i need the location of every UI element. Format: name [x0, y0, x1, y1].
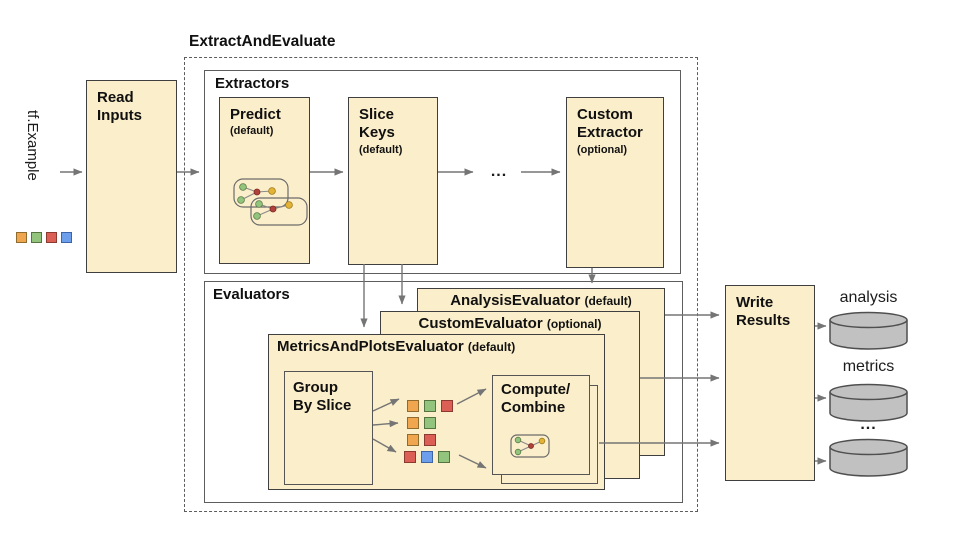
- metrics-output-label: metrics: [842, 358, 895, 375]
- custom-evaluator-qualifier: (optional): [546, 317, 602, 331]
- predict-qualifier: (default): [230, 125, 274, 138]
- extractors-label: Extractors: [215, 75, 290, 92]
- group-by-slice-box: Group By Slice: [284, 371, 373, 485]
- slice-keys-label: Slice Keys: [359, 106, 395, 142]
- write-results-label: Write Results: [736, 294, 791, 330]
- custom-extractor-qualifier: (optional): [577, 143, 628, 156]
- read-inputs-label: Read Inputs: [97, 89, 142, 125]
- colored-square-green: [438, 451, 450, 463]
- metrics-evaluator-qualifier: (default): [467, 340, 516, 354]
- colored-square-red: [441, 400, 453, 412]
- group-by-slice-label: Group By Slice: [293, 379, 352, 415]
- colored-square-blue: [421, 451, 433, 463]
- input-squares: [16, 232, 76, 243]
- sliced-data-row: [404, 434, 458, 446]
- analysis-db-cylinder: [829, 311, 908, 350]
- sliced-data-row: [404, 417, 458, 429]
- evaluators-container: Evaluators: [204, 281, 683, 503]
- pipeline-title: ExtractAndEvaluate: [189, 33, 336, 50]
- read-inputs-box: Read Inputs: [86, 80, 177, 273]
- metrics-evaluator-label: MetricsAndPlotsEvaluator: [277, 338, 464, 355]
- sliced-data-grid: [404, 400, 458, 468]
- colored-square-red: [424, 434, 436, 446]
- compute-combine-label: Compute/ Combine: [501, 381, 571, 417]
- colored-square-red: [404, 451, 416, 463]
- extract-and-evaluate-container: [184, 57, 698, 512]
- predict-label: Predict: [230, 106, 281, 123]
- analysis-output-label: analysis: [839, 289, 898, 306]
- colored-square-green: [424, 417, 436, 429]
- colored-square-orange: [407, 417, 419, 429]
- sliced-data-row: [404, 451, 458, 463]
- metrics-db-cylinder: [829, 383, 908, 422]
- evaluators-label: Evaluators: [213, 286, 290, 303]
- slice-keys-qualifier: (default): [359, 143, 403, 156]
- predict-extractor-box: Predict (default): [219, 97, 310, 264]
- colored-square-orange: [16, 232, 27, 243]
- colored-square-red: [46, 232, 57, 243]
- custom-extractor-label: Custom Extractor: [577, 106, 643, 142]
- other-db-cylinder: [829, 438, 908, 477]
- write-results-box: Write Results: [725, 285, 815, 481]
- extractors-container: Extractors: [204, 70, 681, 274]
- compute-combine-box: Compute/ Combine: [492, 375, 590, 475]
- sliced-data-row: [404, 400, 458, 412]
- tf-example-label: tf.Example: [24, 110, 41, 181]
- colored-square-orange: [407, 434, 419, 446]
- analysis-evaluator-label: AnalysisEvaluator: [450, 292, 581, 309]
- slice-keys-extractor-box: Slice Keys (default): [348, 97, 438, 265]
- custom-evaluator-label: CustomEvaluator: [418, 315, 543, 332]
- colored-square-green: [424, 400, 436, 412]
- custom-extractor-box: Custom Extractor (optional): [566, 97, 664, 268]
- colored-square-orange: [407, 400, 419, 412]
- extractors-ellipsis: ...: [490, 163, 508, 180]
- analysis-evaluator-qualifier: (default): [584, 294, 632, 308]
- colored-square-blue: [61, 232, 72, 243]
- colored-square-green: [31, 232, 42, 243]
